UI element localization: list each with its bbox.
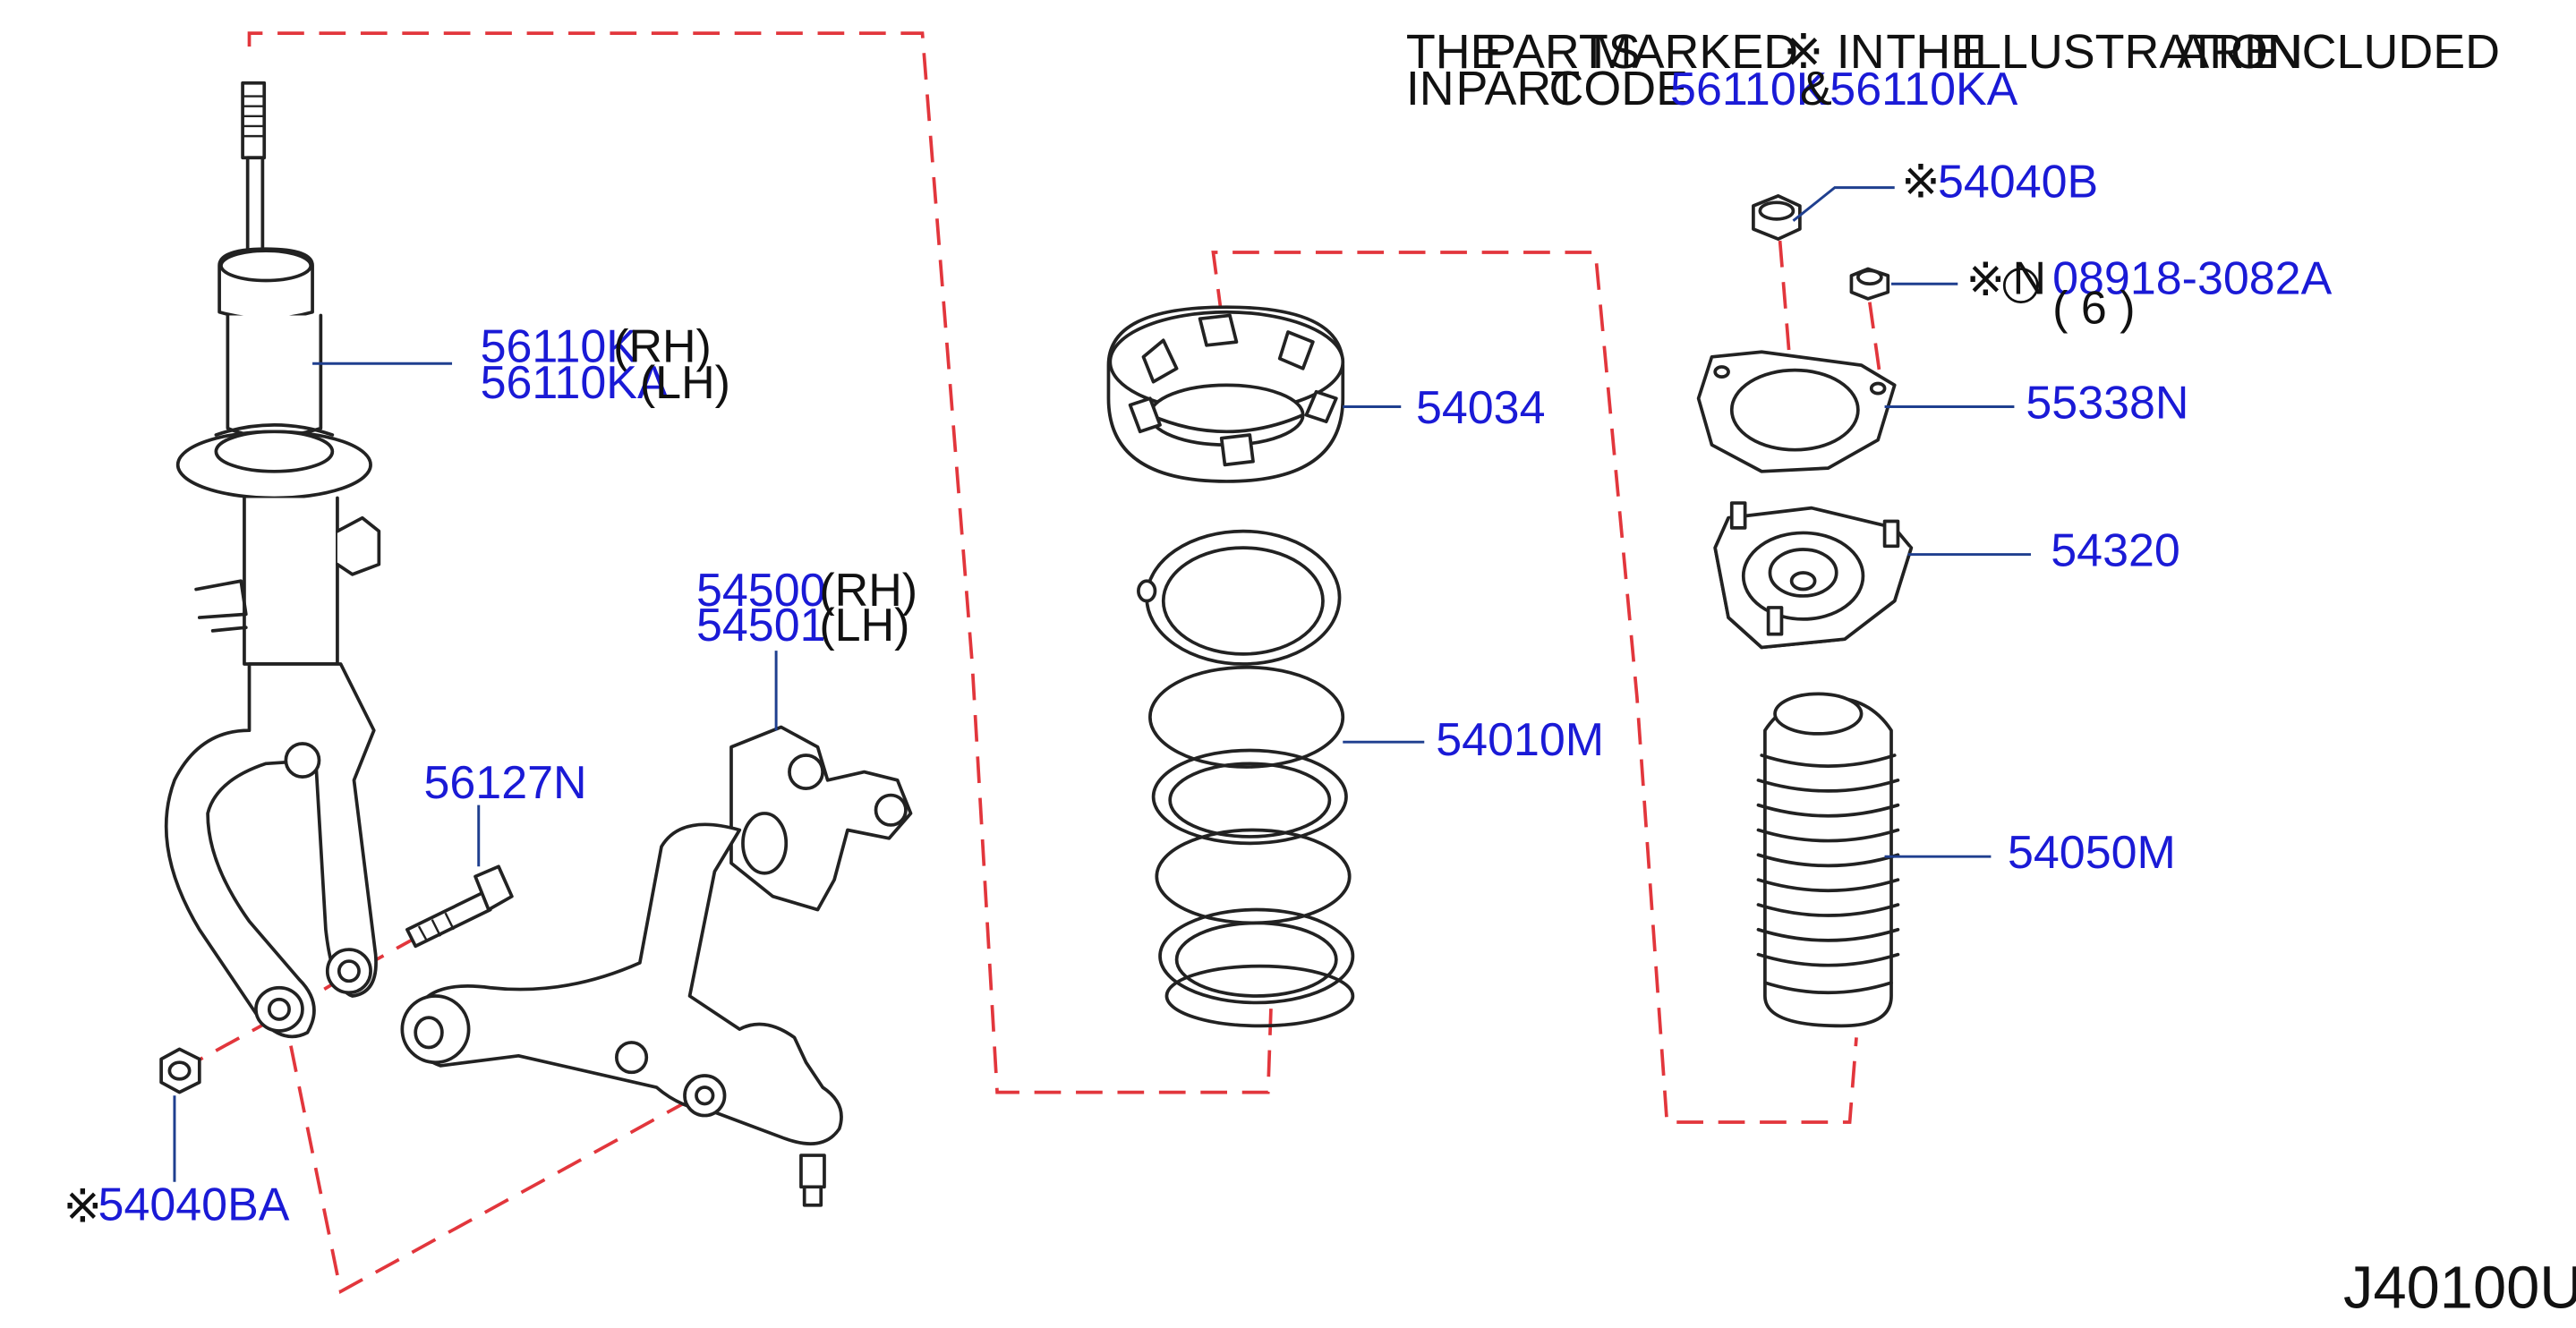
note-word-in-2: IN	[1406, 62, 1454, 115]
label-08918-marker: ※	[1966, 254, 2006, 306]
label-08918-circle-letter: N	[2013, 252, 2047, 304]
label-54501[interactable]: 54501	[696, 600, 826, 651]
note-code-56110ka[interactable]: 56110KA	[1830, 64, 2017, 115]
label-56127n[interactable]: 56127N	[423, 757, 586, 809]
label-54034[interactable]: 54034	[1416, 382, 1546, 434]
dashed-link-strut-to-spring	[247, 31, 1274, 1094]
dashed-link-arm-to-knuckle	[289, 1045, 699, 1295]
small-nut-illustration[interactable]	[1849, 267, 1890, 301]
label-54050m[interactable]: 54050M	[2008, 827, 2176, 879]
dashed-link-seat-to-mount	[1211, 251, 1858, 1124]
plate-illustration[interactable]	[1696, 350, 1897, 473]
note-word-the: THE	[1406, 25, 1503, 79]
note-marker: ※	[1783, 25, 1823, 79]
note-word-in: IN	[1837, 25, 1885, 79]
coil-spring-illustration[interactable]	[1137, 529, 1355, 1028]
label-54320[interactable]: 54320	[2051, 525, 2180, 577]
note-word-are: ARE	[2177, 25, 2276, 79]
spring-seat-illustration[interactable]	[1106, 305, 1345, 483]
note-word-the-2: THE	[1886, 25, 1983, 79]
note-block: THE PARTS MARKED ※ IN THE ILLUSTRATION A…	[1406, 25, 2500, 115]
label-54500-side: (RH)	[819, 565, 917, 617]
strut-assembly-illustration[interactable]	[164, 81, 381, 1039]
top-nut-illustration[interactable]	[1752, 194, 1802, 241]
label-08918-qty: ( 6 )	[2052, 283, 2135, 335]
note-word-part: PART	[1456, 62, 1581, 115]
note-ampersand: &	[1800, 62, 1832, 115]
label-54040b[interactable]: 54040B	[1938, 157, 2098, 209]
lower-nut-illustration[interactable]	[159, 1047, 201, 1094]
note-word-marked: MARKED	[1592, 25, 1798, 79]
label-08918-3082a[interactable]: 08918-3082A	[2052, 252, 2332, 304]
circle-n-icon	[2002, 268, 2039, 304]
label-54040ba[interactable]: 54040BA	[98, 1179, 290, 1230]
label-56110ka-side: (LH)	[640, 357, 730, 409]
note-code-56110k[interactable]: 56110K	[1670, 64, 1828, 115]
label-54040ba-marker: ※	[64, 1180, 103, 1232]
part-labels: 56110K (RH) 56110KA (LH) 54500 (RH) 5450…	[64, 157, 2333, 1233]
strut-mount-illustration[interactable]	[1713, 501, 1914, 650]
note-word-included: INCLUDED	[2254, 25, 2500, 79]
bound-bumper-illustration[interactable]	[1756, 692, 1900, 1028]
lower-control-arm-illustration[interactable]	[400, 725, 913, 1207]
label-55338n[interactable]: 55338N	[2026, 377, 2188, 429]
assembly-dashed-lines	[178, 31, 1883, 1295]
label-56110ka[interactable]: 56110KA	[481, 357, 669, 409]
note-word-parts: PARTS	[1484, 25, 1641, 79]
label-54040b-marker: ※	[1901, 157, 1941, 209]
note-word-illustration: ILLUSTRATION	[1961, 25, 2303, 79]
diagram-reference-code: J40100UM	[2343, 1256, 2576, 1322]
label-56110k[interactable]: 56110K	[481, 320, 638, 372]
dashed-link-nut-to-plate	[1778, 240, 1797, 424]
label-56110k-side: (RH)	[613, 320, 712, 372]
label-54501-side: (LH)	[819, 600, 909, 651]
bolt-illustration[interactable]	[405, 864, 514, 949]
label-54500[interactable]: 54500	[696, 565, 826, 617]
label-54010m[interactable]: 54010M	[1436, 714, 1604, 766]
note-word-code: CODE	[1549, 62, 1689, 115]
dashed-link-smallnut-to-plate	[1868, 302, 1883, 386]
leader-lines	[173, 186, 2031, 1182]
